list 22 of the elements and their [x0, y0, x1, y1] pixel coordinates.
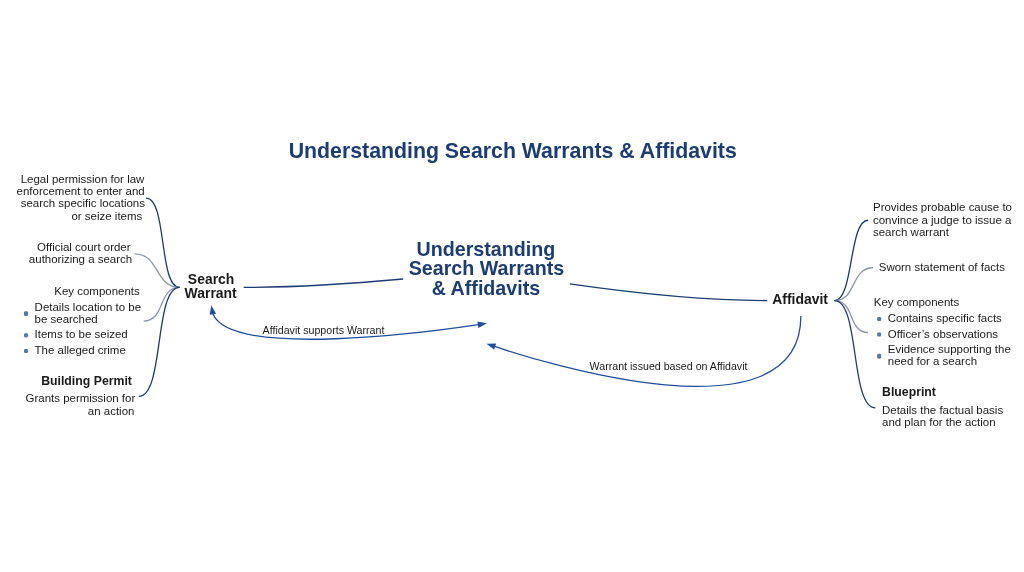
- node-text: Legal permission for law enforcement to enter and search specific locations or seize items: [16, 172, 145, 222]
- connector: [833, 299, 877, 409]
- node-text: Affidavit: [772, 290, 828, 307]
- node-text: Building Permit Grants permission for an action: [25, 373, 136, 417]
- node-text: Blueprint Details the factual basis and plan for the action: [882, 385, 1004, 429]
- node-text: Provides probable cause to convince a judge to issue a search warrant: [873, 201, 1013, 238]
- connector: [833, 219, 869, 302]
- node-text: Official court order authorizing a search: [28, 240, 133, 266]
- arrow: [209, 305, 487, 340]
- node-text: Key components Details location to be be searched Items to be seized The alleged crime: [34, 284, 142, 356]
- arrow: [486, 315, 802, 388]
- node-text: Key components Contains specific facts Officer’s observations Evidence supporting the need for a search: [873, 296, 1011, 368]
- connector: [569, 283, 768, 302]
- connector: [145, 197, 181, 289]
- node-text: Search Warrant: [184, 270, 237, 301]
- edge-label: Affidavit supports Warrant: [262, 323, 385, 336]
- connector: [138, 286, 181, 398]
- connector: [242, 278, 404, 289]
- node-text: Understanding Search Warrants & Affidavits: [408, 237, 565, 299]
- diagram-title: Understanding Search Warrants & Affidavits: [288, 138, 737, 163]
- node-text: Sworn statement of facts: [878, 261, 1005, 274]
- edge-label: Warrant issued based on Affidavit: [589, 359, 748, 372]
